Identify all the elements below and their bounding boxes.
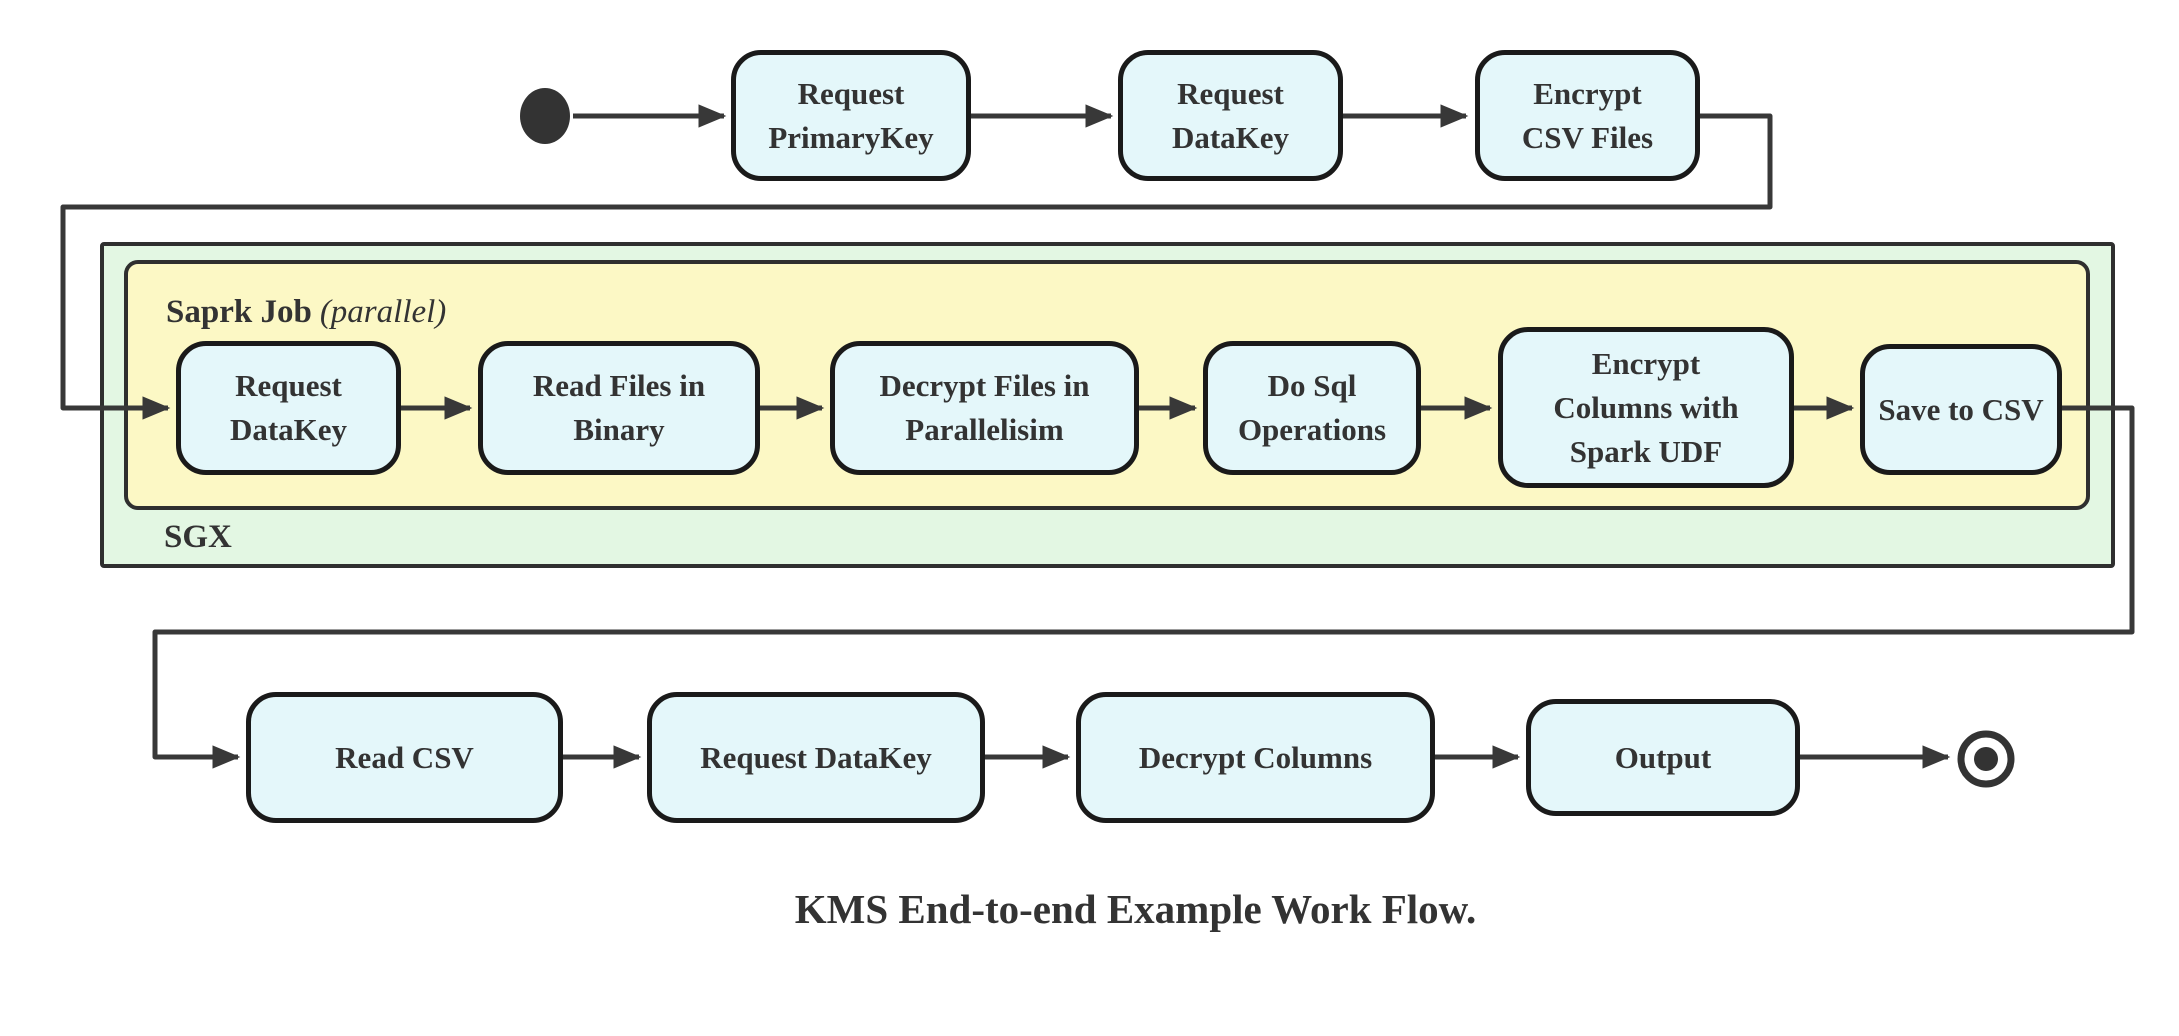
- node-label: Request DataKey: [229, 368, 348, 447]
- diagram-caption: KMS End-to-end Example Work Flow.: [794, 886, 1477, 932]
- edge-save-csv-to-read-csv: [152, 405, 2135, 769]
- spark-job-container-label: Saprk Job(parallel): [166, 294, 446, 331]
- node-label: Decrypt Columns: [1138, 739, 1373, 775]
- spark-job-label-text: Saprk Job: [166, 294, 312, 330]
- node-label: Request PrimaryKey: [768, 75, 934, 155]
- node-request-primarykey: Request PrimaryKey: [731, 50, 971, 181]
- node-decrypt-columns: Decrypt Columns: [1076, 692, 1435, 823]
- node-encrypt-csv-files: Encrypt CSV Files: [1475, 50, 1700, 181]
- node-do-sql-operations: Do Sql Operations: [1203, 341, 1421, 475]
- node-read-files-in-binary: Read Files in Binary: [478, 341, 760, 475]
- node-label: Request DataKey: [1171, 75, 1290, 155]
- node-request-datakey-sgx: Request DataKey: [176, 341, 401, 475]
- node-decrypt-files-in-parallelisim: Decrypt Files in Parallelisim: [830, 341, 1139, 475]
- node-output: Output: [1526, 699, 1800, 816]
- node-label: Save to CSV: [1878, 391, 2044, 427]
- node-request-datakey-top: Request DataKey: [1118, 50, 1343, 181]
- node-request-datakey-bottom: Request DataKey: [647, 692, 985, 823]
- node-label: Encrypt CSV Files: [1521, 75, 1654, 155]
- node-save-to-csv: Save to CSV: [1860, 344, 2062, 475]
- node-label: Read Files in Binary: [532, 368, 706, 447]
- start-node: [520, 88, 570, 144]
- node-read-csv: Read CSV: [246, 692, 563, 823]
- node-label: Output: [1614, 739, 1712, 775]
- node-label: Encrypt Columns with Spark UDF: [1553, 345, 1739, 469]
- node-label: Do Sql Operations: [1237, 368, 1387, 447]
- end-node: [1957, 730, 2015, 788]
- node-label: Read CSV: [335, 739, 474, 775]
- sgx-container-label: SGX: [164, 519, 232, 555]
- spark-job-label-annotation: (parallel): [319, 294, 447, 330]
- node-label: Request DataKey: [700, 739, 932, 775]
- node-encrypt-columns-with-spark-udf: Encrypt Columns with Spark UDF: [1498, 327, 1794, 488]
- edge-encrypt-csv-files-to-sgx-request-datakey: [60, 113, 1773, 420]
- node-label: Decrypt Files in Parallelisim: [879, 368, 1090, 447]
